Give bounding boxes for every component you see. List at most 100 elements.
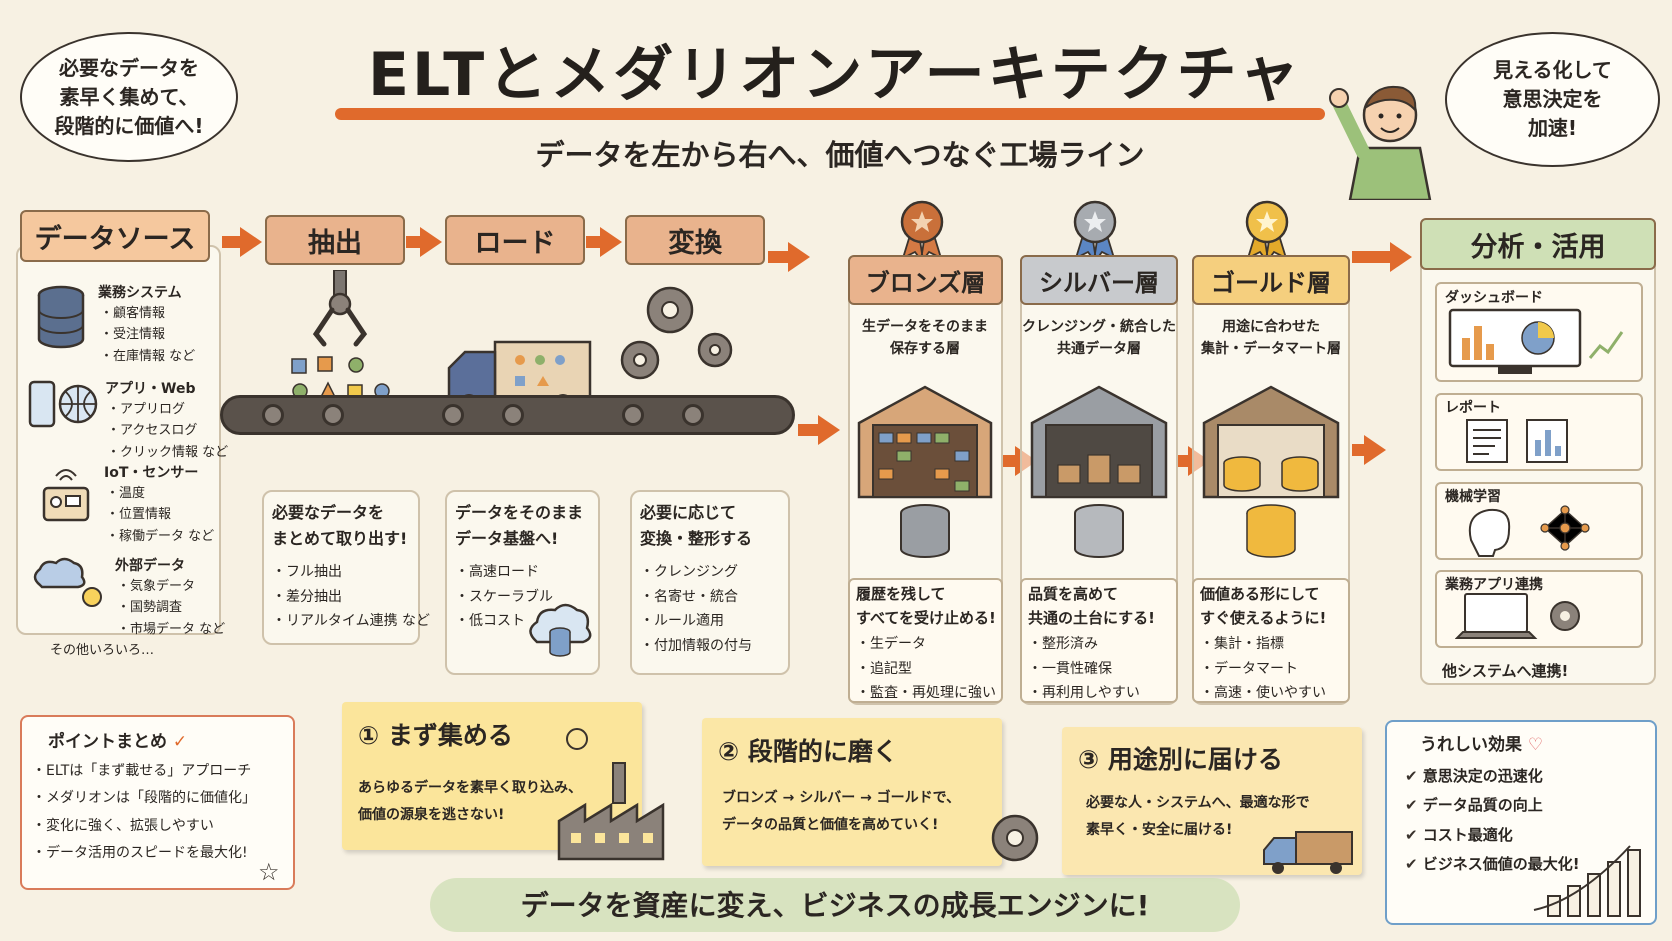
brain-network-icon (1468, 505, 1590, 557)
factory-icon (557, 728, 665, 861)
note-body: 必要な人・システムへ、最適な形で 素早く・安全に届ける! (1086, 795, 1310, 838)
flow-arrow-head (788, 242, 810, 272)
load-desc: データをそのまま データ基盤へ! (455, 503, 584, 548)
silver-top-desc: クレンジング・統合した 共通データ層 (1022, 319, 1176, 358)
dashboard-label: ダッシュボード (1445, 290, 1543, 306)
roller (622, 404, 644, 426)
source-group-items: ・温度 ・位置情報 ・稼働データ など (106, 486, 215, 544)
extract-desc: 必要なデータを まとめて取り出す! (272, 503, 408, 548)
flow-arrow (1352, 444, 1366, 456)
bronze-medal-icon (900, 200, 944, 260)
benefits-title: うれしい効果 ♡ (1420, 735, 1544, 755)
note-body: あらゆるデータを素早く取り込み、 価値の源泉を逃さない! (358, 780, 582, 823)
data-source-header: データソース (20, 210, 210, 262)
roller (682, 404, 704, 426)
bronze-warehouse-icon (857, 385, 993, 558)
star-icon: ☆ (258, 858, 280, 886)
transform-desc: 必要に応じて 変換・整形する (640, 503, 753, 548)
report-label: レポート (1445, 400, 1501, 416)
load-list: 高速ロードスケーラブル低コスト (455, 560, 553, 634)
page-subtitle: データを左から右へ、価値へつなぐ工場ライン (535, 138, 1145, 172)
silver-warehouse-icon (1030, 385, 1168, 558)
page-title: ELTとメダリオンアーキテクチャ (367, 40, 1302, 110)
extract-header: 抽出 (265, 215, 405, 265)
footer-message: データを資産に変え、ビジネスの成長エンジンに! (520, 889, 1150, 922)
flow-arrow (798, 424, 820, 436)
source-group-items: ・気象データ ・国勢調査 ・市場データ など (117, 579, 226, 637)
summary-title: ポイントまとめ ✓ (48, 732, 188, 752)
flow-arrow (1003, 455, 1017, 467)
cheering-person-icon (1329, 86, 1432, 200)
silver-list: 整形済み一貫性確保再利用しやすい (1028, 632, 1140, 706)
database-icon (37, 285, 85, 349)
transform-list: クレンジング名寄せ・統合ルール適用付加情報の付与 (640, 560, 752, 658)
gold-warehouse-icon (1202, 385, 1340, 558)
source-group-title: 業務システム (98, 285, 182, 301)
source-group-title: アプリ・Web (105, 381, 196, 397)
analytics-header: 分析・活用 (1420, 218, 1656, 270)
weather-icon (33, 557, 102, 607)
roller (322, 404, 344, 426)
bronze-top-desc: 生データをそのまま 保存する層 (862, 319, 988, 358)
roller (442, 404, 464, 426)
bronze-header: ブロンズ層 (848, 255, 1003, 305)
bronze-list: 生データ追記型監査・再処理に強い (856, 632, 996, 706)
note-refine (702, 718, 1002, 866)
source-group-items: ・アプリログ ・アクセスログ ・クリック情報 など (107, 402, 229, 460)
gear-icon (991, 814, 1039, 862)
load-header: ロード (445, 215, 585, 265)
sensor-icon (42, 469, 90, 522)
note-title: ② 段階的に磨く (718, 737, 898, 766)
flow-arrow-head (818, 415, 840, 445)
note-title: ① まず集める (358, 721, 513, 750)
flow-arrow (406, 236, 422, 248)
phone-globe-icon (28, 380, 98, 428)
roller (502, 404, 524, 426)
sources-footer: その他いろいろ… (50, 643, 155, 658)
flow-arrow-head (420, 227, 442, 257)
footer-band (430, 878, 1240, 932)
dashboard-monitor-icon (1448, 308, 1624, 374)
delivery-truck-icon (1263, 831, 1353, 874)
ml-label: 機械学習 (1445, 489, 1501, 505)
speech-bubble-right: 見える化して 意思決定を 加速! (1445, 32, 1660, 167)
speech-bubble-left: 必要なデータを 素早く集めて、 段階的に価値へ! (20, 32, 238, 162)
flow-arrow (222, 236, 242, 248)
roller (262, 404, 284, 426)
flow-arrow-head (240, 227, 262, 257)
flow-arrow (1178, 455, 1190, 467)
source-group-title: IoT・センサー (104, 465, 199, 481)
silver-header: シルバー層 (1020, 255, 1178, 305)
growth-chart-icon (1533, 845, 1641, 917)
gears-icon (620, 286, 733, 380)
ml-card (1435, 482, 1643, 560)
gold-list: 集計・指標データマート高速・使いやすい (1200, 632, 1326, 706)
summary-list: ELTは「まず載せる」アプローチ メダリオンは「段階的に価値化」 変化に強く、拡… (32, 758, 256, 867)
silver-medal-icon (1073, 200, 1117, 260)
gold-desc: 価値ある形にして すぐ使えるように! (1200, 585, 1327, 627)
truck-icon (447, 340, 592, 414)
gold-medal-icon (1245, 200, 1289, 260)
bronze-desc: 履歴を残して すべてを受け止める! (856, 585, 996, 627)
source-group-items: ・顧客情報 ・受注情報 ・在庫情報 など (100, 306, 196, 364)
note-body: ブロンズ → シルバー → ゴールドで、 データの品質と価値を高めていく! (722, 790, 961, 833)
report-icon (1466, 419, 1568, 463)
gold-top-desc: 用途に合わせた 集計・データマート層 (1201, 319, 1341, 358)
flow-arrow (768, 251, 790, 263)
flow-arrow-head (1364, 435, 1386, 465)
analytics-footer: 他システムへ連携! (1442, 662, 1569, 680)
transform-header: 変換 (625, 215, 765, 265)
title-underline (335, 108, 1325, 120)
app-label: 業務アプリ連携 (1445, 577, 1543, 593)
flow-arrow-head (1390, 242, 1412, 272)
robot-claw-icon (312, 270, 368, 347)
extract-list: フル抽出差分抽出リアルタイム連携 など (272, 560, 430, 634)
note-title: ③ 用途別に届ける (1078, 745, 1283, 774)
benefits-list: 意思決定の迅速化 データ品質の向上 コスト最適化 ビジネス価値の最大化! (1405, 762, 1580, 879)
flow-arrow-head (600, 227, 622, 257)
source-group-title: 外部データ (115, 558, 185, 574)
flow-arrow (1352, 251, 1392, 263)
laptop-gear-icon (1455, 593, 1580, 639)
silver-desc: 品質を高めて 共通の土台にする! (1028, 585, 1155, 627)
gold-header: ゴールド層 (1192, 255, 1350, 305)
